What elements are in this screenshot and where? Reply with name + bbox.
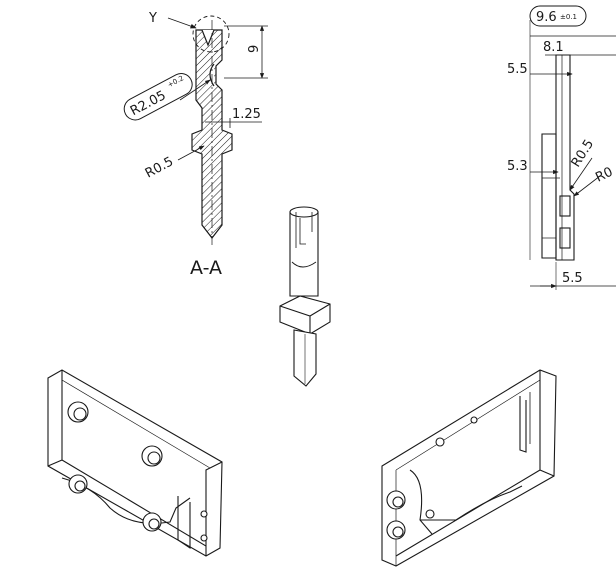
radius-small-label: R0.5: [143, 154, 176, 181]
side-boss-top: [559, 195, 571, 217]
section-view-a-a: [167, 15, 268, 245]
mid-offset-label: 5.3: [507, 159, 528, 174]
height-dimension-label: 9: [247, 45, 262, 53]
top-offset-label: 5.5: [507, 62, 528, 77]
inner-width-label: 8.1: [543, 40, 564, 55]
side-flange: [541, 133, 557, 259]
section-title: A-A: [190, 257, 222, 279]
detail-circle-y: [192, 15, 230, 53]
detail-leader: [167, 17, 197, 29]
isometric-pin: [279, 206, 331, 387]
bottom-offset-label: 5.5: [562, 271, 583, 286]
side-view: [529, 20, 616, 290]
radius-b-label: R0: [593, 165, 615, 186]
detail-label-y: Y: [148, 11, 157, 26]
side-boss-bottom: [559, 227, 571, 249]
isometric-plate-left: [47, 369, 223, 557]
overall-width-label: 9.6: [536, 10, 557, 25]
width-dimension-label: 1.25: [232, 107, 261, 122]
isometric-plate-right: [381, 369, 557, 567]
overall-width-callout: 9.6 ±0.1: [529, 5, 587, 27]
radius-a-label: R0.5: [569, 137, 597, 170]
overall-width-tolerance: ±0.1: [560, 13, 577, 21]
